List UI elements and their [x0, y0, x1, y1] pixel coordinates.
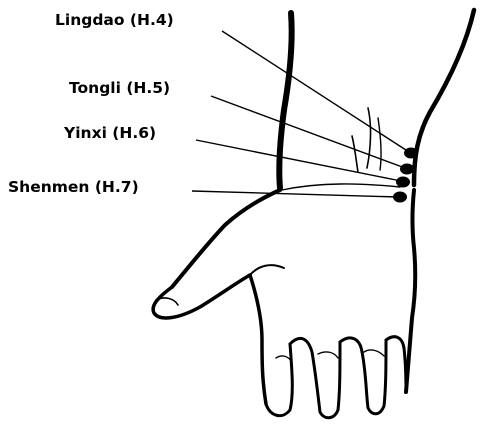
point-marker-h6 — [396, 177, 410, 188]
label-tongli: Tongli (H.5) — [69, 81, 170, 97]
forearm-left-edge — [279, 13, 291, 188]
finger-index — [266, 344, 292, 416]
label-shenmen: Shenmen (H.7) — [8, 180, 139, 196]
point-marker-h4 — [404, 148, 418, 159]
finger-little — [386, 337, 406, 392]
palm-crease — [250, 265, 284, 275]
wrist-crease-4 — [282, 184, 400, 190]
point-marker-h7 — [393, 192, 407, 203]
finger-middle — [290, 338, 340, 417]
wrist-crease-1 — [352, 136, 358, 172]
leader-line-h4 — [222, 31, 409, 152]
wrist-crease-3 — [378, 118, 381, 170]
point-marker-h5 — [400, 164, 414, 175]
finger-ring — [340, 338, 386, 414]
thumb-nail — [156, 298, 178, 305]
label-yinxi: Yinxi (H.6) — [64, 126, 156, 142]
forearm-right-edge — [414, 10, 474, 185]
wrist-crease-2 — [367, 108, 371, 168]
leader-line-h5 — [211, 96, 405, 168]
leader-line-h7 — [192, 191, 398, 197]
thumb-outline — [153, 275, 250, 318]
palm-left-edge — [250, 275, 266, 404]
knuckle-crease-2 — [318, 352, 338, 358]
hand-left-edge — [172, 190, 280, 287]
label-lingdao: Lingdao (H.4) — [55, 13, 174, 29]
knuckle-crease-3 — [364, 350, 384, 356]
hand-right-edge — [406, 190, 415, 392]
